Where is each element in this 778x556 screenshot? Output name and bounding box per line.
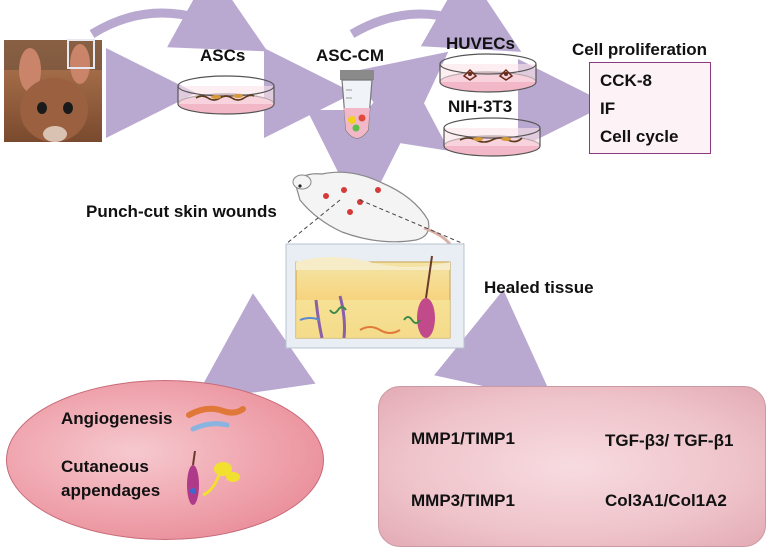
assay-if: IF — [600, 99, 616, 118]
assay-cck8: CCK-8 — [600, 71, 652, 90]
arrow-to-right-outcome — [434, 289, 555, 402]
right-outcome-box: MMP1/TIMP1 TGF-β3/ TGF-β1 MMP3/TIMP1 Col… — [378, 386, 766, 547]
label-asc-cm: ASC-CM — [316, 46, 384, 65]
label-col-ratio: Col3A1/Col1A2 — [605, 491, 727, 510]
label-cell-proliferation: Cell proliferation — [572, 40, 708, 59]
arrow-cm-to-nih3t3 — [349, 61, 450, 151]
label-mmp3-timp1: MMP3/TIMP1 — [411, 491, 515, 510]
left-outcome-ellipse: Angiogenesis Cutaneous appendages — [6, 380, 324, 540]
skin-section-illustration — [285, 243, 465, 349]
nih3t3-dish — [443, 117, 541, 157]
curved-arrow-2 — [349, 0, 522, 52]
label-cutaneous: Cutaneous — [61, 457, 149, 476]
label-nih3t3: NIH-3T3 — [448, 97, 513, 116]
label-ascs: ASCs — [200, 46, 246, 65]
label-mmp1-timp1: MMP1/TIMP1 — [411, 429, 515, 448]
angiogenesis-icon — [186, 405, 246, 432]
label-punch-cut: Punch-cut skin wounds — [86, 202, 277, 221]
label-appendages: appendages — [61, 481, 161, 500]
label-tgf-ratio: TGF-β3/ TGF-β1 — [605, 431, 734, 450]
label-huvecs: HUVECs — [446, 34, 515, 53]
label-healed-tissue: Healed tissue — [484, 278, 594, 297]
arrow-cm-to-huvecs — [349, 51, 449, 143]
arrow-to-left-outcome — [193, 293, 316, 402]
hair-follicle-icon — [187, 451, 240, 505]
curved-arrow-1 — [89, 0, 268, 52]
asc-cm-tube — [340, 70, 374, 139]
label-angiogenesis: Angiogenesis — [61, 409, 173, 428]
deer-photo — [4, 39, 102, 142]
huvecs-dish — [439, 53, 537, 93]
proliferation-assays-box: CCK-8 IF Cell cycle — [589, 62, 711, 154]
rat-illustration — [292, 171, 458, 257]
ascs-dish — [177, 75, 275, 115]
assay-cell-cycle: Cell cycle — [600, 127, 679, 146]
